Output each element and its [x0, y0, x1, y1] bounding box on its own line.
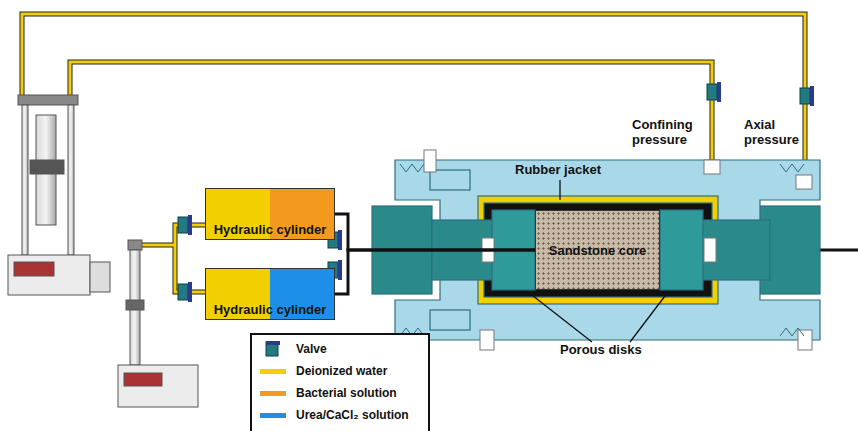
legend-box: ValveDeionized waterBacterial solutionUr…: [250, 333, 430, 431]
legend-item: Bacterial solution: [260, 384, 397, 402]
hydraulic-cylinder: Hydraulic cylinder: [205, 188, 335, 240]
hydraulic-cylinder: Hydraulic cylinder: [205, 268, 335, 320]
legend-swatch: [260, 369, 286, 374]
sandstone-core: Sandstone core: [535, 210, 660, 290]
valve-symbol: [260, 340, 286, 358]
legend-text: Urea/CaCl₂ solution: [296, 408, 409, 422]
pressure-label: Axial pressure: [744, 118, 804, 148]
part-label: Porous disks: [560, 343, 642, 358]
legend-item: Deionized water: [260, 362, 387, 380]
legend-text: Deionized water: [296, 364, 387, 378]
flow-line: [335, 250, 535, 294]
legend-item: Valve: [260, 340, 327, 358]
node-text: Hydraulic cylinder: [214, 222, 327, 237]
legend-swatch: [260, 391, 286, 396]
legend-text: Bacterial solution: [296, 386, 397, 400]
legend-swatch: [260, 413, 286, 418]
pressure-label: Confining pressure: [632, 118, 704, 148]
legend-text: Valve: [296, 342, 327, 356]
node-text: Hydraulic cylinder: [214, 302, 327, 317]
flow-line: [335, 214, 535, 250]
node-text: Sandstone core: [549, 243, 647, 258]
part-label: Rubber jacket: [515, 163, 601, 178]
legend-item: Urea/CaCl₂ solution: [260, 406, 409, 424]
